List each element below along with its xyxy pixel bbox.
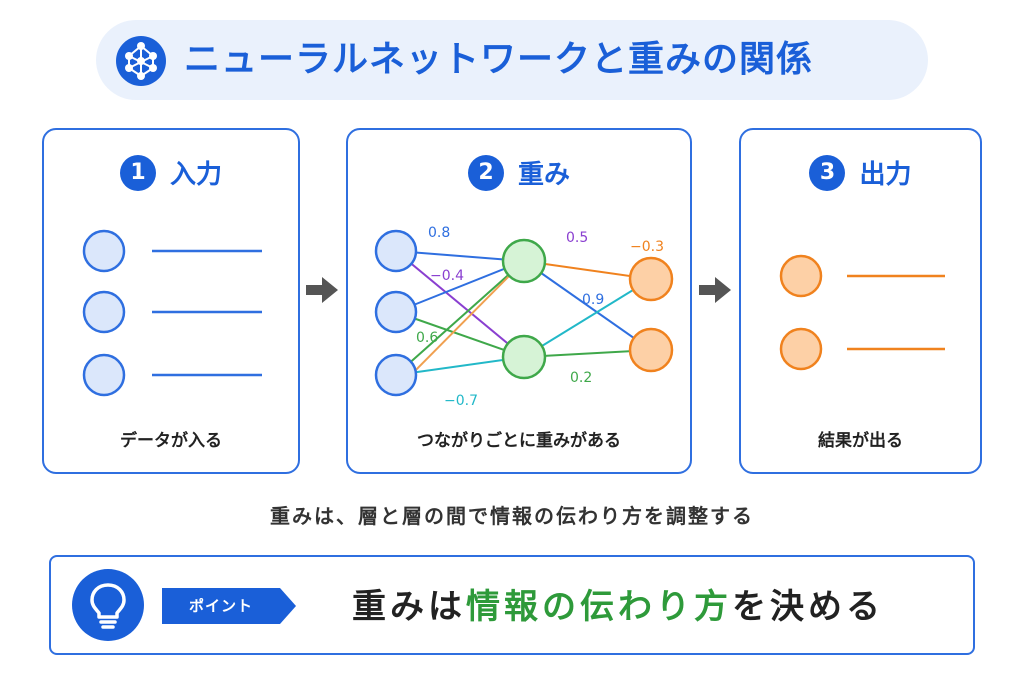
lightbulb-icon [72, 569, 144, 641]
summary-text: 重みは、層と層の間で情報の伝わり方を調整する [270, 504, 754, 528]
weight-label: 0.2 [570, 370, 592, 386]
connection [395, 250, 525, 358]
step-number-badge: 1 [119, 154, 156, 191]
step-caption: つながりごとに重みがある [417, 431, 621, 451]
step-header: 2 重み [348, 154, 690, 191]
input-node [82, 290, 126, 334]
output-node [628, 327, 674, 373]
weight-label: 0.5 [566, 230, 588, 246]
connection [395, 260, 525, 391]
input-panel: 1 入力 データが入る [42, 128, 300, 474]
input-node [374, 353, 418, 397]
output-nodes-diagram [779, 254, 945, 371]
step-caption: データが入る [120, 431, 222, 451]
step-caption: 結果が出る [818, 431, 903, 451]
point-text-highlight: 情報の伝わり方 [466, 587, 732, 627]
connection [523, 260, 652, 351]
point-tag: ポイント [162, 588, 296, 624]
hidden-node [501, 334, 547, 380]
output-node [628, 256, 674, 302]
point-tag-label: ポイント [188, 597, 253, 615]
step-header: 3 出力 [741, 154, 980, 191]
step-label: 出力 [859, 160, 912, 190]
weights-panel: 2 重み 0.8 −0.4 0.6 −0.7 0.5 0.9 0.2 −0.3 … [346, 128, 692, 474]
weight-label: 0.6 [416, 330, 438, 346]
hidden-node [501, 238, 547, 284]
output-panel: 3 出力 結果が出る [739, 128, 982, 474]
input-nodes-diagram [82, 229, 262, 397]
title-banner [96, 20, 928, 100]
network-diagram: 0.8 −0.4 0.6 −0.7 0.5 0.9 0.2 −0.3 [374, 225, 674, 409]
input-node [82, 353, 126, 397]
connection [395, 260, 525, 313]
step-label: 重み [517, 160, 570, 190]
connection [395, 311, 525, 358]
output-node [779, 327, 823, 371]
step-number-badge: 3 [809, 154, 846, 191]
point-text-after: を決める [732, 587, 884, 627]
connection [523, 278, 652, 358]
arrow-right-icon [306, 277, 338, 303]
weight-label: 0.9 [582, 292, 604, 308]
output-node [779, 254, 823, 298]
point-text-before: 重みは [352, 587, 466, 627]
page-title: ニューラルネットワークと重みの関係 [184, 39, 814, 80]
weight-label: 0.8 [428, 225, 450, 241]
input-node [374, 229, 418, 273]
input-node [374, 290, 418, 334]
input-node [82, 229, 126, 273]
network-icon [116, 36, 166, 86]
weight-label: −0.7 [444, 393, 478, 409]
point-message: 重みは情報の伝わり方を決める [352, 582, 884, 632]
weight-label: −0.3 [630, 239, 664, 255]
arrow-right-icon [699, 277, 731, 303]
weight-label: −0.4 [430, 268, 464, 284]
step-header: 1 入力 [44, 154, 298, 191]
connection [395, 260, 525, 376]
step-number-badge: 2 [467, 154, 504, 191]
step-label: 入力 [169, 160, 222, 190]
